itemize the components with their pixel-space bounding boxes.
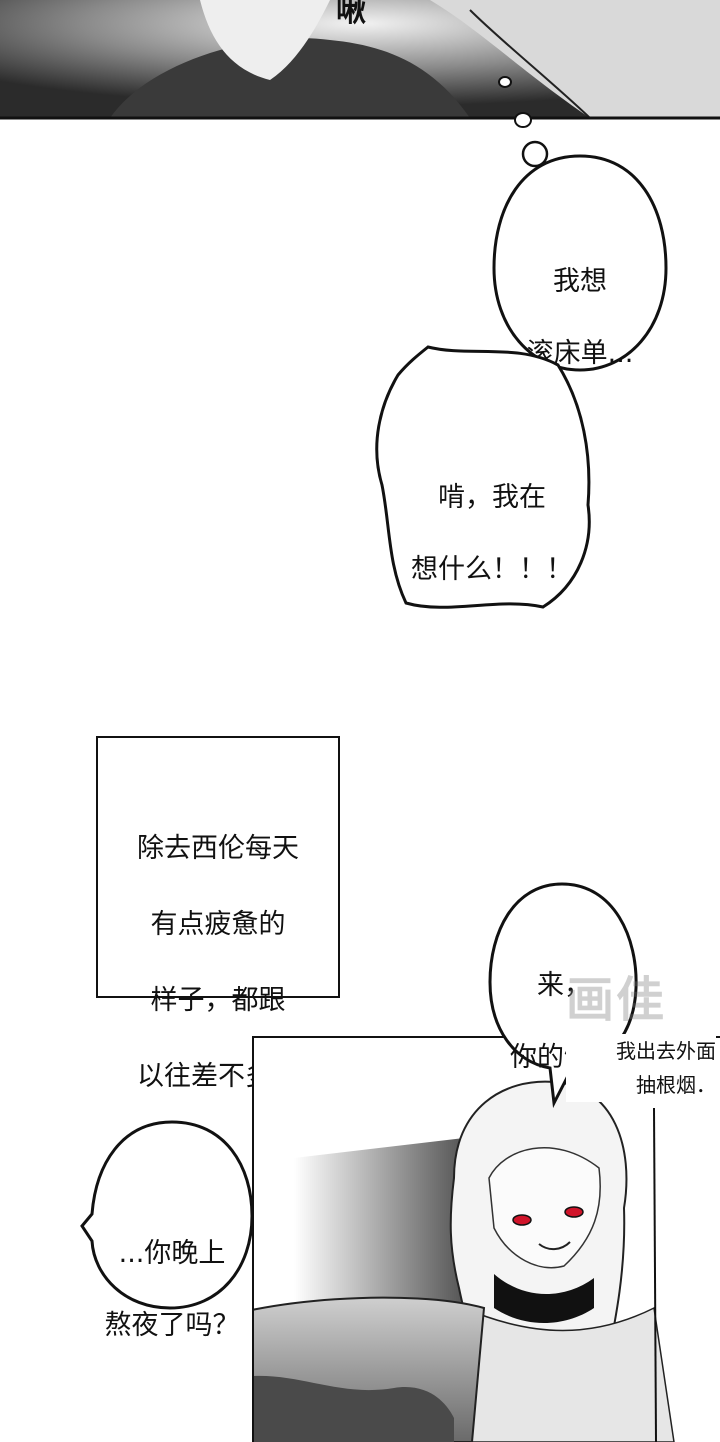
question-line-1: ...你晚上 bbox=[118, 1238, 226, 1269]
bottom-panel-art bbox=[254, 1080, 675, 1442]
right-eye bbox=[564, 1206, 584, 1218]
top-panel-art bbox=[0, 0, 720, 120]
watermark-logo: 画佳 bbox=[566, 972, 667, 1028]
side-caption-line-1: 我出去外面 bbox=[616, 1039, 716, 1063]
side-caption-line-2: 抽根烟． bbox=[636, 1073, 716, 1097]
thought-line-1: 我想 bbox=[553, 266, 607, 297]
offer-line-1: 来， bbox=[537, 970, 591, 1001]
bottom-panel bbox=[252, 1036, 720, 1442]
narration-line-1: 除去西伦每天 bbox=[137, 833, 299, 864]
narration-box bbox=[96, 736, 340, 998]
thought-bubble-shape bbox=[492, 154, 668, 372]
question-bubble-shape bbox=[80, 1120, 254, 1310]
shout-bubble-shape bbox=[375, 345, 591, 609]
sfx-text: 啾 bbox=[336, 0, 366, 29]
top-panel: 啾 bbox=[0, 0, 720, 120]
shout-bubble-text: 啃，我在 想什么！！！ bbox=[392, 444, 592, 624]
narration-line-2: 有点疲惫的 bbox=[150, 909, 286, 940]
question-line-2: 熬夜了吗？ bbox=[104, 1310, 240, 1341]
left-eye bbox=[512, 1214, 532, 1226]
thought-dots bbox=[498, 76, 549, 168]
narration-line-3: 样子，都跟 bbox=[150, 985, 286, 1016]
shout-line-2: 想什么！！！ bbox=[411, 554, 573, 585]
question-bubble-text: ...你晚上 熬夜了吗？ bbox=[94, 1200, 250, 1380]
shout-line-1: 啃，我在 bbox=[438, 482, 546, 513]
side-caption: 我出去外面 抽根烟． bbox=[566, 1034, 716, 1102]
